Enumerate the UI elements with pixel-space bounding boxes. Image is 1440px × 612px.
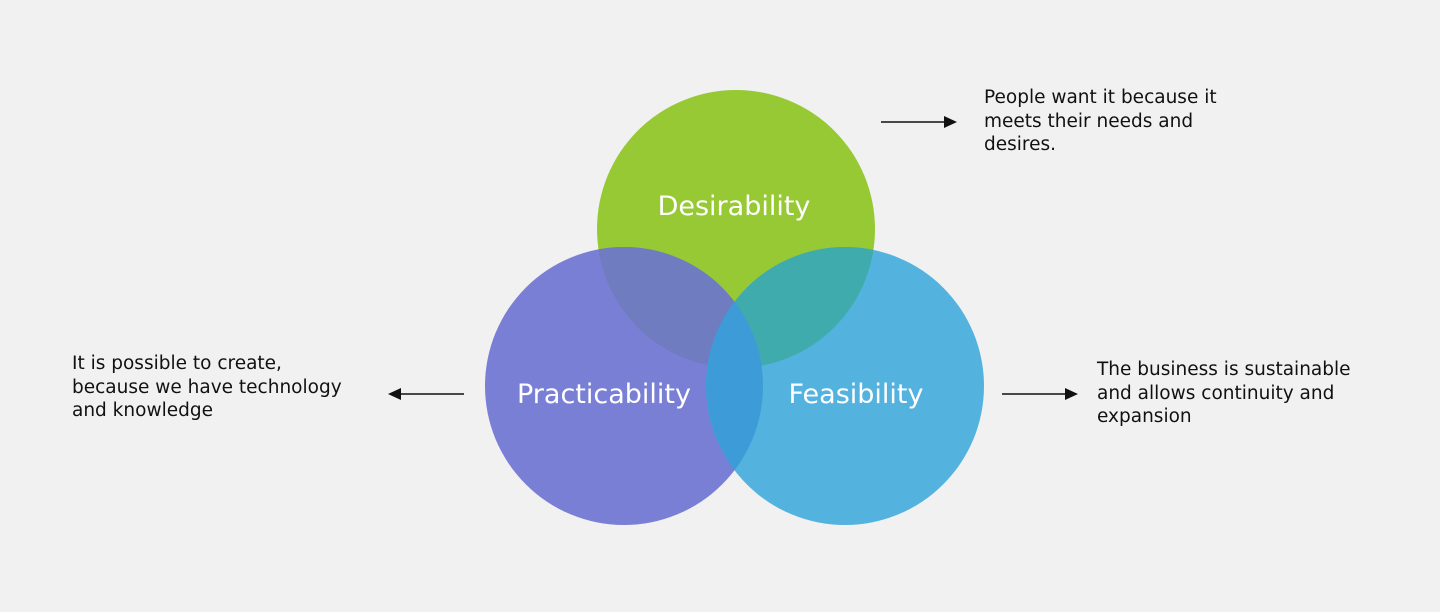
arrow-right-icon	[1002, 388, 1078, 400]
overlap-desirability-practicability	[597, 247, 763, 368]
feasibility-description: The business is sustainable and allows c…	[1097, 359, 1351, 427]
arrow-right-icon	[881, 116, 957, 128]
practicability-label: Practicability	[517, 379, 691, 410]
arrow-left-icon	[388, 388, 464, 400]
desirability-description: People want it because it meets their ne…	[984, 87, 1217, 155]
overlap-desirability-feasibility	[706, 247, 875, 368]
desirability-label: Desirability	[658, 191, 811, 222]
practicability-description: It is possible to create, because we hav…	[72, 353, 342, 421]
feasibility-label: Feasibility	[789, 379, 924, 410]
